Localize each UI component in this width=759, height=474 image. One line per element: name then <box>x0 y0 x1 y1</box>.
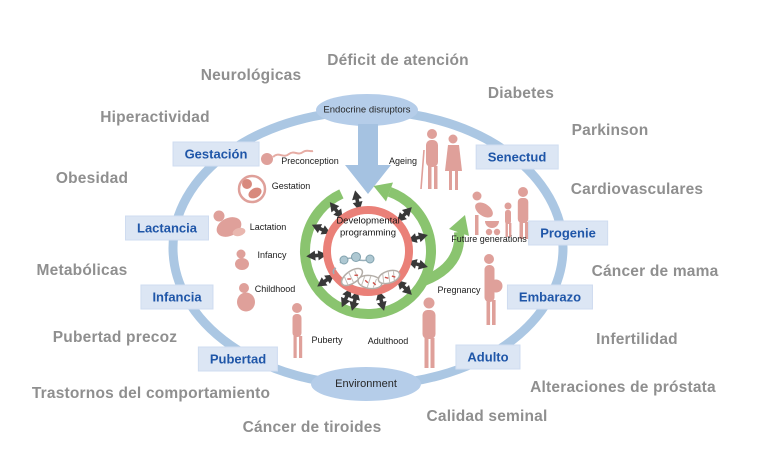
stage-label-childhood: Childhood <box>254 284 296 294</box>
stage-box-progenie: Progenie <box>528 220 608 246</box>
disease-label-hiperactividad: Hiperactividad <box>100 109 210 126</box>
stage-label-lactation: Lactation <box>249 222 287 232</box>
pregnant-woman-icon <box>484 254 503 325</box>
stage-box-embarazo: Embarazo <box>506 284 594 310</box>
disease-label-obesidad: Obesidad <box>55 170 129 187</box>
disease-label-diabetes: Diabetes <box>487 85 555 102</box>
family-stroller-icon <box>472 187 529 239</box>
endocrine-disruptors-oval <box>316 94 418 126</box>
stage-label-pregnancy: Pregnancy <box>437 285 481 295</box>
stage-label-future-generations: Future generations <box>451 234 527 244</box>
disease-label-cancer-mama: Cáncer de mama <box>591 263 719 280</box>
stage-label-gestation: Gestation <box>271 181 311 191</box>
child-reading-icon <box>237 283 255 312</box>
stage-box-adulto: Adulto <box>455 344 521 370</box>
dna-epigenome-icon <box>332 252 401 290</box>
cycle-arrow-head <box>373 182 393 202</box>
fetus-icon <box>237 174 267 204</box>
disease-label-trastornos-comportamiento: Trastornos del comportamiento <box>31 385 271 402</box>
stage-box-senectud: Senectud <box>475 144 559 170</box>
disease-label-metabolicas: Metabólicas <box>36 262 128 279</box>
environment-label: Environment <box>335 378 397 390</box>
adolescent-icon <box>292 303 303 358</box>
center-label-developmental-programming: Developmental programming <box>336 215 400 239</box>
stage-label-infancy: Infancy <box>257 250 287 260</box>
disease-label-calidad-seminal: Calidad seminal <box>426 408 548 425</box>
disease-label-neurologicas: Neurológicas <box>200 67 302 84</box>
cycle-arrow-icon <box>299 187 465 320</box>
disease-label-alteraciones-prostata: Alteraciones de próstata <box>530 379 716 396</box>
disease-label-deficit-atencion: Déficit de atención <box>327 52 469 69</box>
environment-oval <box>311 367 421 401</box>
down-arrow-icon <box>345 124 391 194</box>
stage-box-infancia: Infancia <box>140 284 214 310</box>
disease-label-cancer-tiroides: Cáncer de tiroides <box>242 419 382 436</box>
sperm-icon <box>261 149 314 165</box>
stage-label-ageing: Ageing <box>388 156 418 166</box>
future-generations-arrow-head <box>449 215 469 236</box>
stage-label-adulthood: Adulthood <box>367 336 409 346</box>
stage-label-preconception: Preconception <box>281 156 339 166</box>
breastfeeding-icon <box>213 210 246 237</box>
adult-icon <box>422 297 436 368</box>
endocrine-disruptors-label: Endocrine disruptors <box>323 104 411 116</box>
disease-label-parkinson: Parkinson <box>571 122 649 139</box>
baby-icon <box>235 249 249 270</box>
stage-box-gestacion: Gestación <box>172 141 260 167</box>
elderly-couple-icon <box>420 129 462 190</box>
stage-box-lactancia: Lactancia <box>125 215 209 241</box>
disease-label-cardiovasculares: Cardiovasculares <box>570 181 704 198</box>
disease-label-pubertad-precoz: Pubertad precoz <box>52 329 178 346</box>
disease-label-infertilidad: Infertilidad <box>596 331 678 348</box>
stage-box-pubertad: Pubertad <box>197 346 279 372</box>
stage-label-puberty: Puberty <box>311 335 343 345</box>
